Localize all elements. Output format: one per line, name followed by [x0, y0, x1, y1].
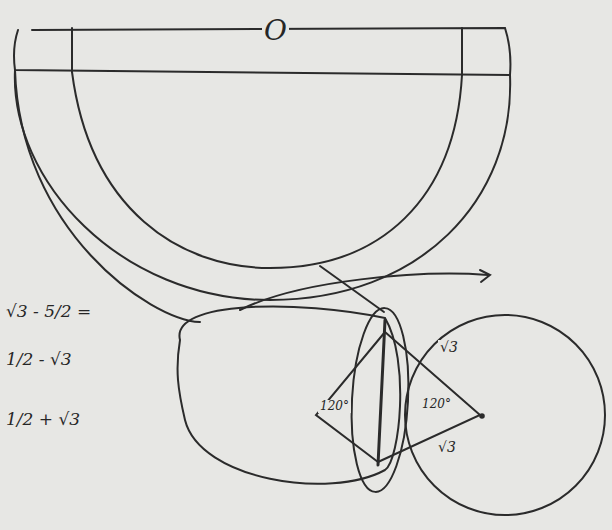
left-triangle [316, 332, 385, 462]
length-label: √3 [438, 340, 460, 355]
length-label: √3 [436, 440, 458, 455]
angle-label: 120° [420, 398, 453, 411]
chord [378, 320, 385, 465]
angle-label: 120° [318, 400, 351, 413]
right-circle [405, 315, 605, 515]
lens-ellipse [347, 307, 413, 494]
outer-sweep [15, 70, 200, 322]
left-circle [178, 306, 401, 483]
band-edge [71, 28, 73, 72]
link-line [320, 266, 384, 312]
math-note: 1/2 - √3 [4, 350, 74, 369]
center-dot [480, 414, 484, 418]
outer-arc [15, 70, 510, 300]
arrow-head [480, 270, 490, 282]
point-label: O [262, 16, 289, 47]
right-triangle [378, 332, 480, 462]
inner-arc [72, 72, 462, 268]
math-note: 1/2 + √3 [4, 410, 82, 429]
sweep-arc [240, 274, 488, 310]
band-edge [461, 28, 463, 75]
math-note: √3 - 5/2 = [4, 302, 93, 321]
